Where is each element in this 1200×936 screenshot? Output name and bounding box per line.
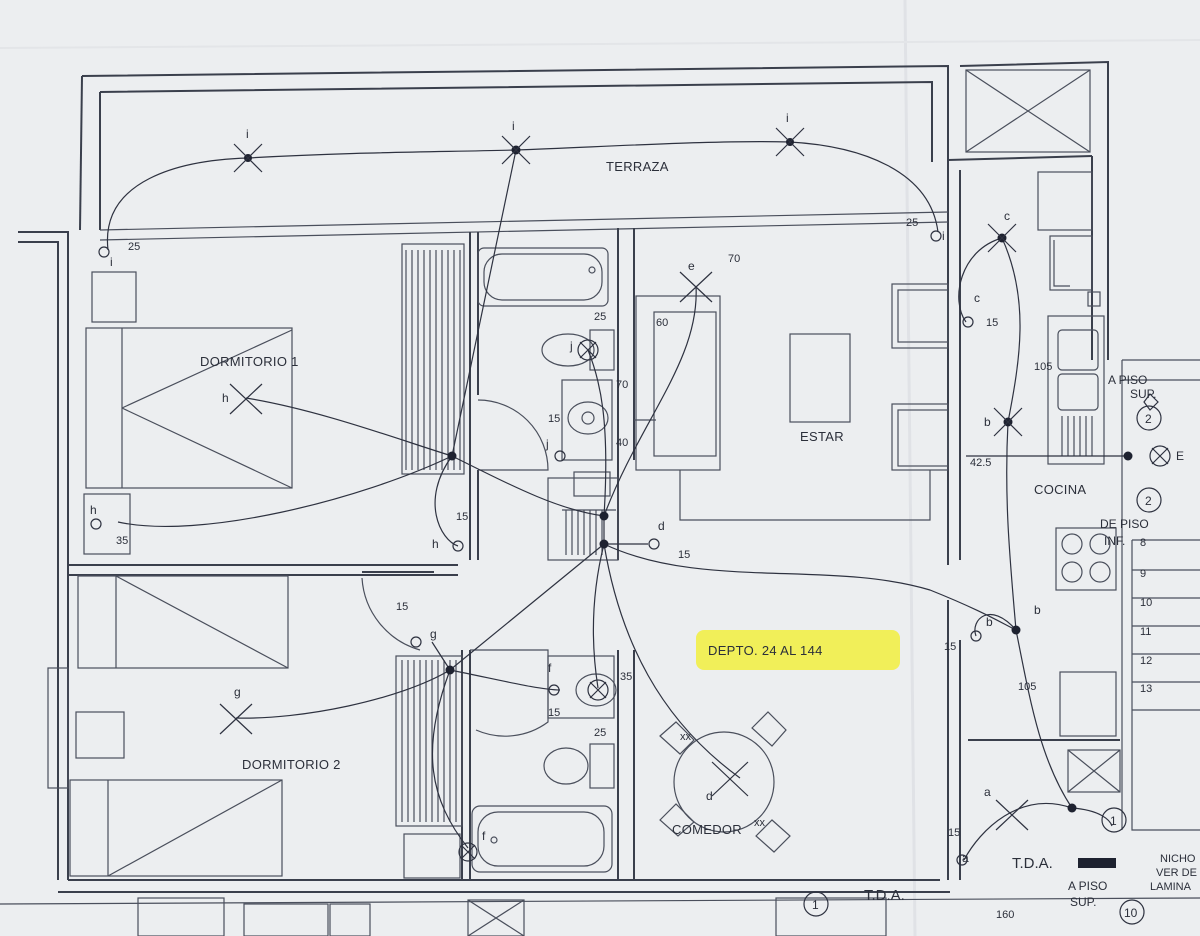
circle-marker-1-right: 1 [1110,814,1117,828]
fixture-letter: c [974,291,980,305]
stair-number: 13 [1140,683,1152,695]
stair-label-de-piso: DE PISO [1100,517,1149,531]
estar-furniture [634,283,949,471]
kitchen-fixtures [1037,171,1121,793]
dorm2-furniture [47,575,549,879]
fixture-letter: f [482,829,486,843]
room-label-terraza: TERRAZA [606,159,669,174]
room-label-estar: ESTAR [800,429,844,444]
fixture-letter: e [688,259,695,273]
fixture-letter: h [222,391,229,405]
dimension-label: 70 [616,379,628,391]
note-ver-de: VER DE [1156,867,1197,879]
fixture-letter: b [1034,603,1041,617]
fixture-letter: i [942,229,945,243]
dimension-label: xx [680,731,692,743]
fixture-letter: a [984,785,991,799]
dimension-label: 15 [948,827,960,839]
fixture-letter: f [548,661,552,675]
fixture-letter: i [246,127,249,141]
room-label-dormitorio-1: DORMITORIO 1 [200,354,299,369]
fixture-letter: j [545,437,549,451]
note-lamina: LAMINA [1150,881,1192,893]
fixture-letter: E [1176,449,1184,463]
dimension-label: 15 [456,511,468,523]
circle-marker-2-mid: 2 [1145,494,1152,508]
stair-label-a-piso: A PISO [1108,373,1147,387]
stair-treads [1131,539,1200,831]
fixture-letter: b [984,415,991,429]
dimension-label: 15 [944,641,956,653]
terrace-railing [99,211,949,241]
fixture-letter: a [962,851,969,865]
dimension-label: 25 [128,241,140,253]
fixture-letter: i [110,255,113,269]
dimension-label: 40 [616,437,628,449]
stair-label-inf: INF. [1104,534,1125,548]
wiring [106,141,1128,861]
dimension-label: 15 [396,601,408,613]
circle-marker-10: 10 [1124,906,1138,920]
dimension-label: 35 [116,535,128,547]
circle-marker-2-top: 2 [1145,412,1152,426]
dimension-label: 70 [728,253,740,265]
stair-number: 9 [1140,568,1146,580]
fixture-letter: i [512,119,515,133]
switch-symbols [90,230,982,866]
dimension-label: 15 [986,317,998,329]
stair-number: 12 [1140,655,1152,667]
fixture-letter: d [706,789,713,803]
service-box-top-right [965,69,1091,153]
circle-marker-1-bottom: 1 [812,898,819,912]
highlight-marker [696,630,900,670]
stair-label-sup: SUP. [1130,387,1156,401]
room-label-dormitorio-2: DORMITORIO 2 [242,757,341,772]
paper-fold [0,39,1200,49]
dimension-label: 25 [594,727,606,739]
tda-label-bottom: T.D.A. [864,887,905,904]
fixture-letter: h [432,537,439,551]
stair-label-sup-bottom: SUP. [1070,895,1096,909]
tda-label-right: T.D.A. [1012,855,1053,872]
fixture-letter: g [234,685,241,699]
bathroom1-fixtures [477,247,619,561]
dimension-label: 42.5 [970,457,991,469]
unit-label: DEPTO. 24 AL 144 [708,643,823,658]
light-fixture-crosses [219,127,1171,862]
circle-marker-shapes [803,393,1162,925]
dimension-label: 15 [678,549,690,561]
dimension-label: 25 [906,217,918,229]
dining-table [659,711,791,853]
bottom-strip [0,897,1200,936]
dimension-label: 160 [996,909,1014,921]
fixture-letter: g [430,627,437,641]
stair-number: 8 [1140,537,1146,549]
stair-number: 10 [1140,597,1152,609]
dimension-label: 25 [594,311,606,323]
room-label-cocina: COCINA [1034,482,1086,497]
note-nicho: NICHO [1160,853,1196,865]
room-label-comedor: COMEDOR [672,822,742,837]
fixture-letter: b [986,615,993,629]
dimension-label: 105 [1018,681,1036,693]
paper-fold [903,0,917,936]
dimension-label: 35 [620,671,632,683]
dimension-label: 15 [548,413,560,425]
stair-number: 11 [1140,626,1151,638]
interior-walls [68,228,1200,880]
fixture-letter: i [786,111,789,125]
fixture-letter: d [658,519,665,533]
stair-label-a-piso-bottom: A PISO [1068,879,1107,893]
dimension-label: 15 [548,707,560,719]
dimension-label: 60 [656,317,668,329]
fixture-letter: c [1004,209,1010,223]
fixture-letter: j [569,339,573,353]
bathroom2-fixtures [471,655,617,873]
fixture-letter: h [90,503,97,517]
dimension-label: 105 [1034,361,1052,373]
dimension-label: xx [754,817,766,829]
